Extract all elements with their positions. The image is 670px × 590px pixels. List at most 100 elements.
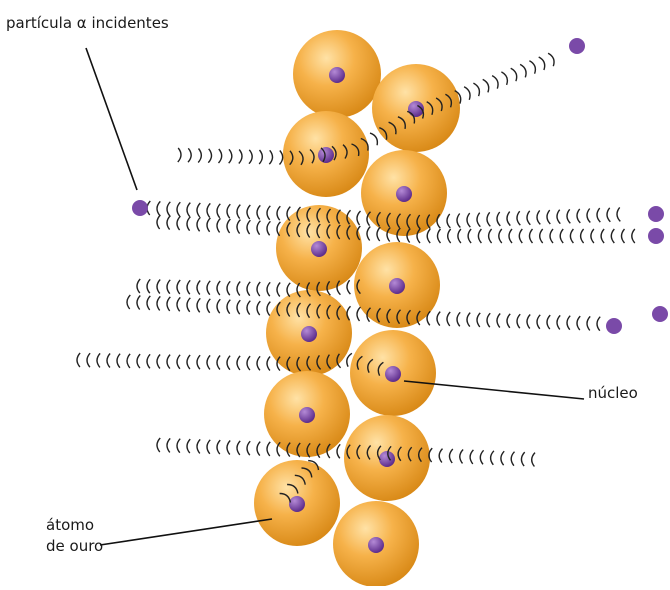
trail-mark	[227, 441, 230, 455]
trail-mark	[477, 213, 480, 227]
trail-mark	[501, 72, 507, 85]
trail-mark	[157, 438, 160, 452]
trail-mark	[239, 150, 242, 164]
trail-mark	[347, 280, 350, 294]
trail-mark	[207, 440, 210, 454]
trail-mark	[477, 313, 480, 327]
trail-mark	[207, 281, 210, 295]
trail-mark	[137, 279, 140, 293]
trail-mark	[487, 313, 490, 327]
nucleus-dot	[289, 496, 305, 512]
trail-mark	[207, 299, 210, 313]
trail-mark	[237, 300, 240, 314]
trail-mark	[267, 442, 270, 456]
nucleus-dot	[389, 278, 405, 294]
trail-mark	[517, 211, 520, 225]
trail-mark	[489, 229, 492, 243]
trail-mark	[207, 355, 210, 369]
trail-mark	[557, 315, 560, 329]
trail-mark	[480, 450, 483, 464]
trail-mark	[277, 283, 280, 297]
trail-mark	[497, 212, 500, 226]
gold-atom	[372, 64, 460, 152]
trail-mark	[257, 205, 260, 219]
trail-mark	[377, 227, 380, 241]
trail-mark	[147, 354, 150, 368]
trail-mark	[137, 296, 140, 310]
trail-mark	[468, 229, 471, 243]
nucleus-dot	[301, 326, 317, 342]
nucleus-dot	[311, 241, 327, 257]
trail-mark	[107, 354, 110, 368]
trail-mark	[157, 201, 160, 215]
trail-mark	[520, 64, 526, 77]
trail-mark	[527, 315, 530, 329]
trail-mark	[227, 204, 230, 218]
gold-atom-label-line1: átomo	[46, 515, 103, 536]
trail-mark	[507, 314, 510, 328]
trail-mark	[597, 208, 600, 222]
trail-mark	[478, 229, 481, 243]
trail-mark	[207, 203, 210, 217]
trail-mark	[547, 210, 550, 224]
trail-mark	[217, 440, 220, 454]
trail-mark	[247, 301, 250, 315]
trail-mark	[157, 355, 160, 369]
trail-mark	[517, 314, 520, 328]
trail-mark	[267, 221, 270, 235]
gold-atom	[276, 205, 362, 291]
trail-mark	[267, 282, 270, 296]
trail-mark	[587, 316, 590, 330]
trail-mark	[247, 356, 250, 370]
trail-mark	[247, 441, 250, 455]
trail-mark	[217, 299, 220, 313]
trail-mark	[473, 83, 479, 96]
trail-mark	[147, 296, 150, 310]
trail-mark	[267, 357, 270, 371]
trail-mark	[429, 448, 432, 462]
trail-mark	[157, 280, 160, 294]
trail-mark	[447, 312, 450, 326]
trail-mark	[177, 355, 180, 369]
trail-mark	[337, 444, 340, 458]
trail-mark	[257, 282, 260, 296]
trail-mark	[219, 149, 222, 163]
trail-mark	[457, 214, 460, 228]
trail-mark	[457, 312, 460, 326]
alpha-particle	[132, 200, 148, 216]
trail-mark	[570, 229, 573, 243]
gold-atom	[361, 150, 447, 236]
trail-mark	[137, 354, 140, 368]
nucleus-dot	[379, 451, 395, 467]
trail-mark	[507, 212, 510, 226]
trail-mark	[257, 301, 260, 315]
trail-mark	[187, 298, 190, 312]
gold-atom-label-line2: de ouro	[46, 536, 103, 557]
gold-atoms-layer	[254, 30, 460, 586]
trail-mark	[187, 217, 190, 231]
trail-mark	[229, 149, 232, 163]
trail-mark	[237, 282, 240, 296]
trail-mark	[460, 450, 463, 464]
trail-mark	[280, 151, 283, 165]
trail-mark	[227, 356, 230, 370]
trail-mark	[197, 439, 200, 453]
trail-mark	[557, 210, 560, 224]
nucleus-dot	[368, 537, 384, 553]
trail-mark	[167, 355, 170, 369]
trail-mark	[97, 353, 100, 367]
trail-mark	[217, 204, 220, 218]
trail-mark	[509, 229, 512, 243]
trail-mark	[439, 449, 442, 463]
trail-mark	[207, 218, 210, 232]
trail-mark	[487, 212, 490, 226]
trail-mark	[187, 439, 190, 453]
gold-atom-label: átomo de ouro	[46, 515, 103, 557]
trail-mark	[177, 202, 180, 216]
trail-mark	[560, 229, 563, 243]
trail-mark	[167, 438, 170, 452]
trail-mark	[167, 280, 170, 294]
trail-mark	[521, 452, 524, 466]
alpha-particle	[569, 38, 585, 54]
alpha-particle	[648, 228, 664, 244]
